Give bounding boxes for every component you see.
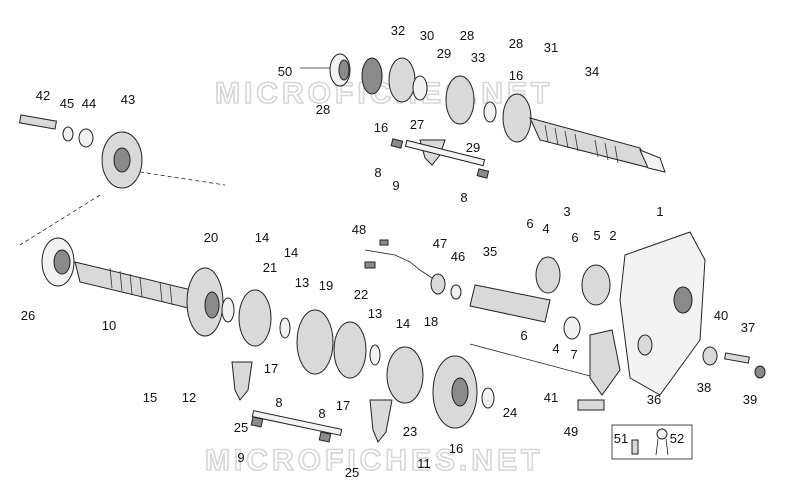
callout-6: 6 [526, 216, 533, 231]
callout-7: 7 [570, 347, 577, 362]
sprocket-group [18, 114, 226, 246]
callout-17: 17 [264, 361, 278, 376]
callout-15: 15 [143, 390, 157, 405]
callout-30: 30 [420, 28, 434, 43]
callout-6: 6 [520, 328, 527, 343]
callout-38: 38 [697, 380, 711, 395]
callout-25: 25 [345, 465, 359, 480]
callout-42: 42 [36, 88, 50, 103]
callout-13: 13 [368, 306, 382, 321]
callout-44: 44 [82, 96, 96, 111]
callout-46: 46 [451, 249, 465, 264]
callout-2: 2 [609, 228, 616, 243]
callout-16: 16 [374, 120, 388, 135]
callout-13: 13 [295, 275, 309, 290]
callout-40: 40 [714, 308, 728, 323]
callout-43: 43 [121, 92, 135, 107]
callout-28: 28 [316, 102, 330, 117]
callout-4: 4 [552, 341, 559, 356]
callout-29: 29 [466, 140, 480, 155]
callout-45: 45 [60, 96, 74, 111]
callout-9: 9 [392, 178, 399, 193]
callout-35: 35 [483, 244, 497, 259]
watermark-bottom: MICROFICHES.NET [205, 444, 543, 477]
callout-4: 4 [542, 221, 549, 236]
callout-8: 8 [275, 395, 282, 410]
callout-5: 5 [593, 228, 600, 243]
callout-25: 25 [234, 420, 248, 435]
callout-9: 9 [237, 450, 244, 465]
callout-16: 16 [509, 68, 523, 83]
callout-50: 50 [278, 64, 292, 79]
callout-16: 16 [449, 441, 463, 456]
callout-18: 18 [424, 314, 438, 329]
callout-14: 14 [255, 230, 269, 245]
callout-28: 28 [509, 36, 523, 51]
callout-37: 37 [741, 320, 755, 335]
callout-23: 23 [403, 424, 417, 439]
callout-20: 20 [204, 230, 218, 245]
watermark-top: MICROFICHES.NET [215, 77, 553, 110]
callout-14: 14 [396, 316, 410, 331]
callout-49: 49 [564, 424, 578, 439]
callout-47: 47 [433, 236, 447, 251]
callout-48: 48 [352, 222, 366, 237]
callout-10: 10 [102, 318, 116, 333]
callout-17: 17 [336, 398, 350, 413]
callout-52: 52 [670, 431, 684, 446]
callout-8: 8 [460, 190, 467, 205]
callout-34: 34 [585, 64, 599, 79]
callout-41: 41 [544, 390, 558, 405]
callout-29: 29 [437, 46, 451, 61]
callout-24: 24 [503, 405, 517, 420]
selector-drum-group [364, 231, 766, 460]
callout-39: 39 [743, 392, 757, 407]
callout-32: 32 [391, 23, 405, 38]
callout-12: 12 [182, 390, 196, 405]
callout-8: 8 [318, 406, 325, 421]
callout-21: 21 [263, 260, 277, 275]
callout-14: 14 [284, 245, 298, 260]
callout-6: 6 [571, 230, 578, 245]
callout-19: 19 [319, 278, 333, 293]
callout-8: 8 [374, 165, 381, 180]
callout-3: 3 [563, 204, 570, 219]
callout-22: 22 [354, 287, 368, 302]
callout-26: 26 [21, 308, 35, 323]
callout-31: 31 [544, 40, 558, 55]
callout-28: 28 [460, 28, 474, 43]
callout-27: 27 [410, 117, 424, 132]
callout-36: 36 [647, 392, 661, 407]
callout-11: 11 [417, 456, 431, 471]
callout-51: 51 [614, 431, 628, 446]
lower-shaft-group [41, 237, 495, 443]
upper-shaft-group [300, 53, 666, 179]
callout-33: 33 [471, 50, 485, 65]
callout-1: 1 [656, 204, 663, 219]
